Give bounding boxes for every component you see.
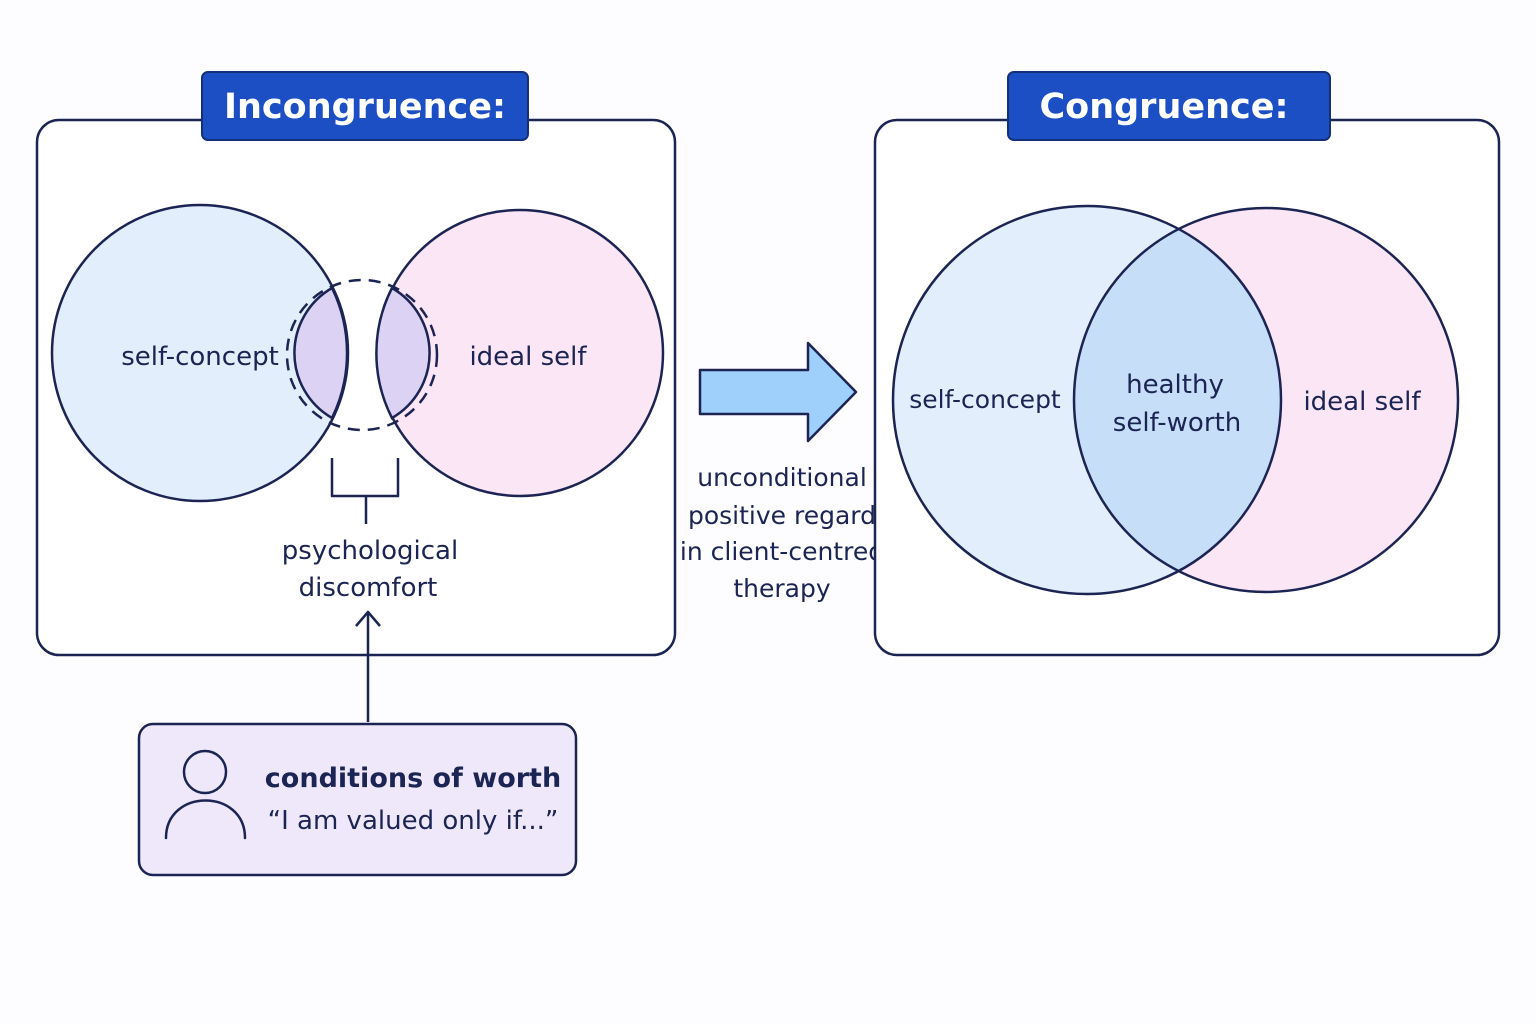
self-concept-edge-lens xyxy=(293,286,349,420)
congruent-self-concept-label: self-concept xyxy=(909,385,1061,414)
congruence-title-tab xyxy=(1007,71,1331,141)
ideal-self-edge-lens xyxy=(375,286,431,420)
conditions-of-worth-title: conditions of worth xyxy=(265,763,561,794)
transition-label-line3: in client-centred xyxy=(680,537,884,566)
incongruence-panel: Incongruence: self-concept ideal self ps… xyxy=(35,71,677,657)
healthy-self-worth-overlap xyxy=(1074,208,1281,592)
incongruence-title-tab xyxy=(201,71,529,141)
transition-label-line4: therapy xyxy=(733,574,830,603)
psychological-discomfort-label-line1: psychological xyxy=(282,536,458,566)
conditions-of-worth-quote: “I am valued only if...” xyxy=(268,806,559,836)
healthy-self-worth-line1: healthy xyxy=(1126,370,1224,400)
conditions-of-worth-box: conditions of worth “I am valued only if… xyxy=(137,722,578,877)
congruence-panel: Congruence: self-concept healthy self-wo… xyxy=(873,71,1501,657)
transition-label: unconditional positive regard in client-… xyxy=(680,463,884,603)
person-icon xyxy=(164,749,247,840)
missing-overlap-dashed-circle xyxy=(285,278,439,432)
psychological-discomfort-label-line2: discomfort xyxy=(299,573,438,603)
incongruence-title: Incongruence: xyxy=(224,87,506,127)
gap-brace xyxy=(330,458,400,524)
ideal-self-outline xyxy=(1072,206,1460,594)
transition-label-line2: positive regard xyxy=(688,501,876,530)
congruent-ideal-self-label: ideal self xyxy=(1303,387,1421,417)
ideal-self-label: ideal self xyxy=(469,342,587,372)
healthy-self-worth-line2: self-worth xyxy=(1113,408,1241,438)
self-concept-outline xyxy=(891,204,1283,596)
congruence-title: Congruence: xyxy=(1039,87,1288,127)
self-concept-label: self-concept xyxy=(121,342,279,372)
transition-arrow xyxy=(698,341,858,443)
transition-label-line1: unconditional xyxy=(697,463,867,492)
conditions-to-discomfort-arrow xyxy=(355,610,381,722)
